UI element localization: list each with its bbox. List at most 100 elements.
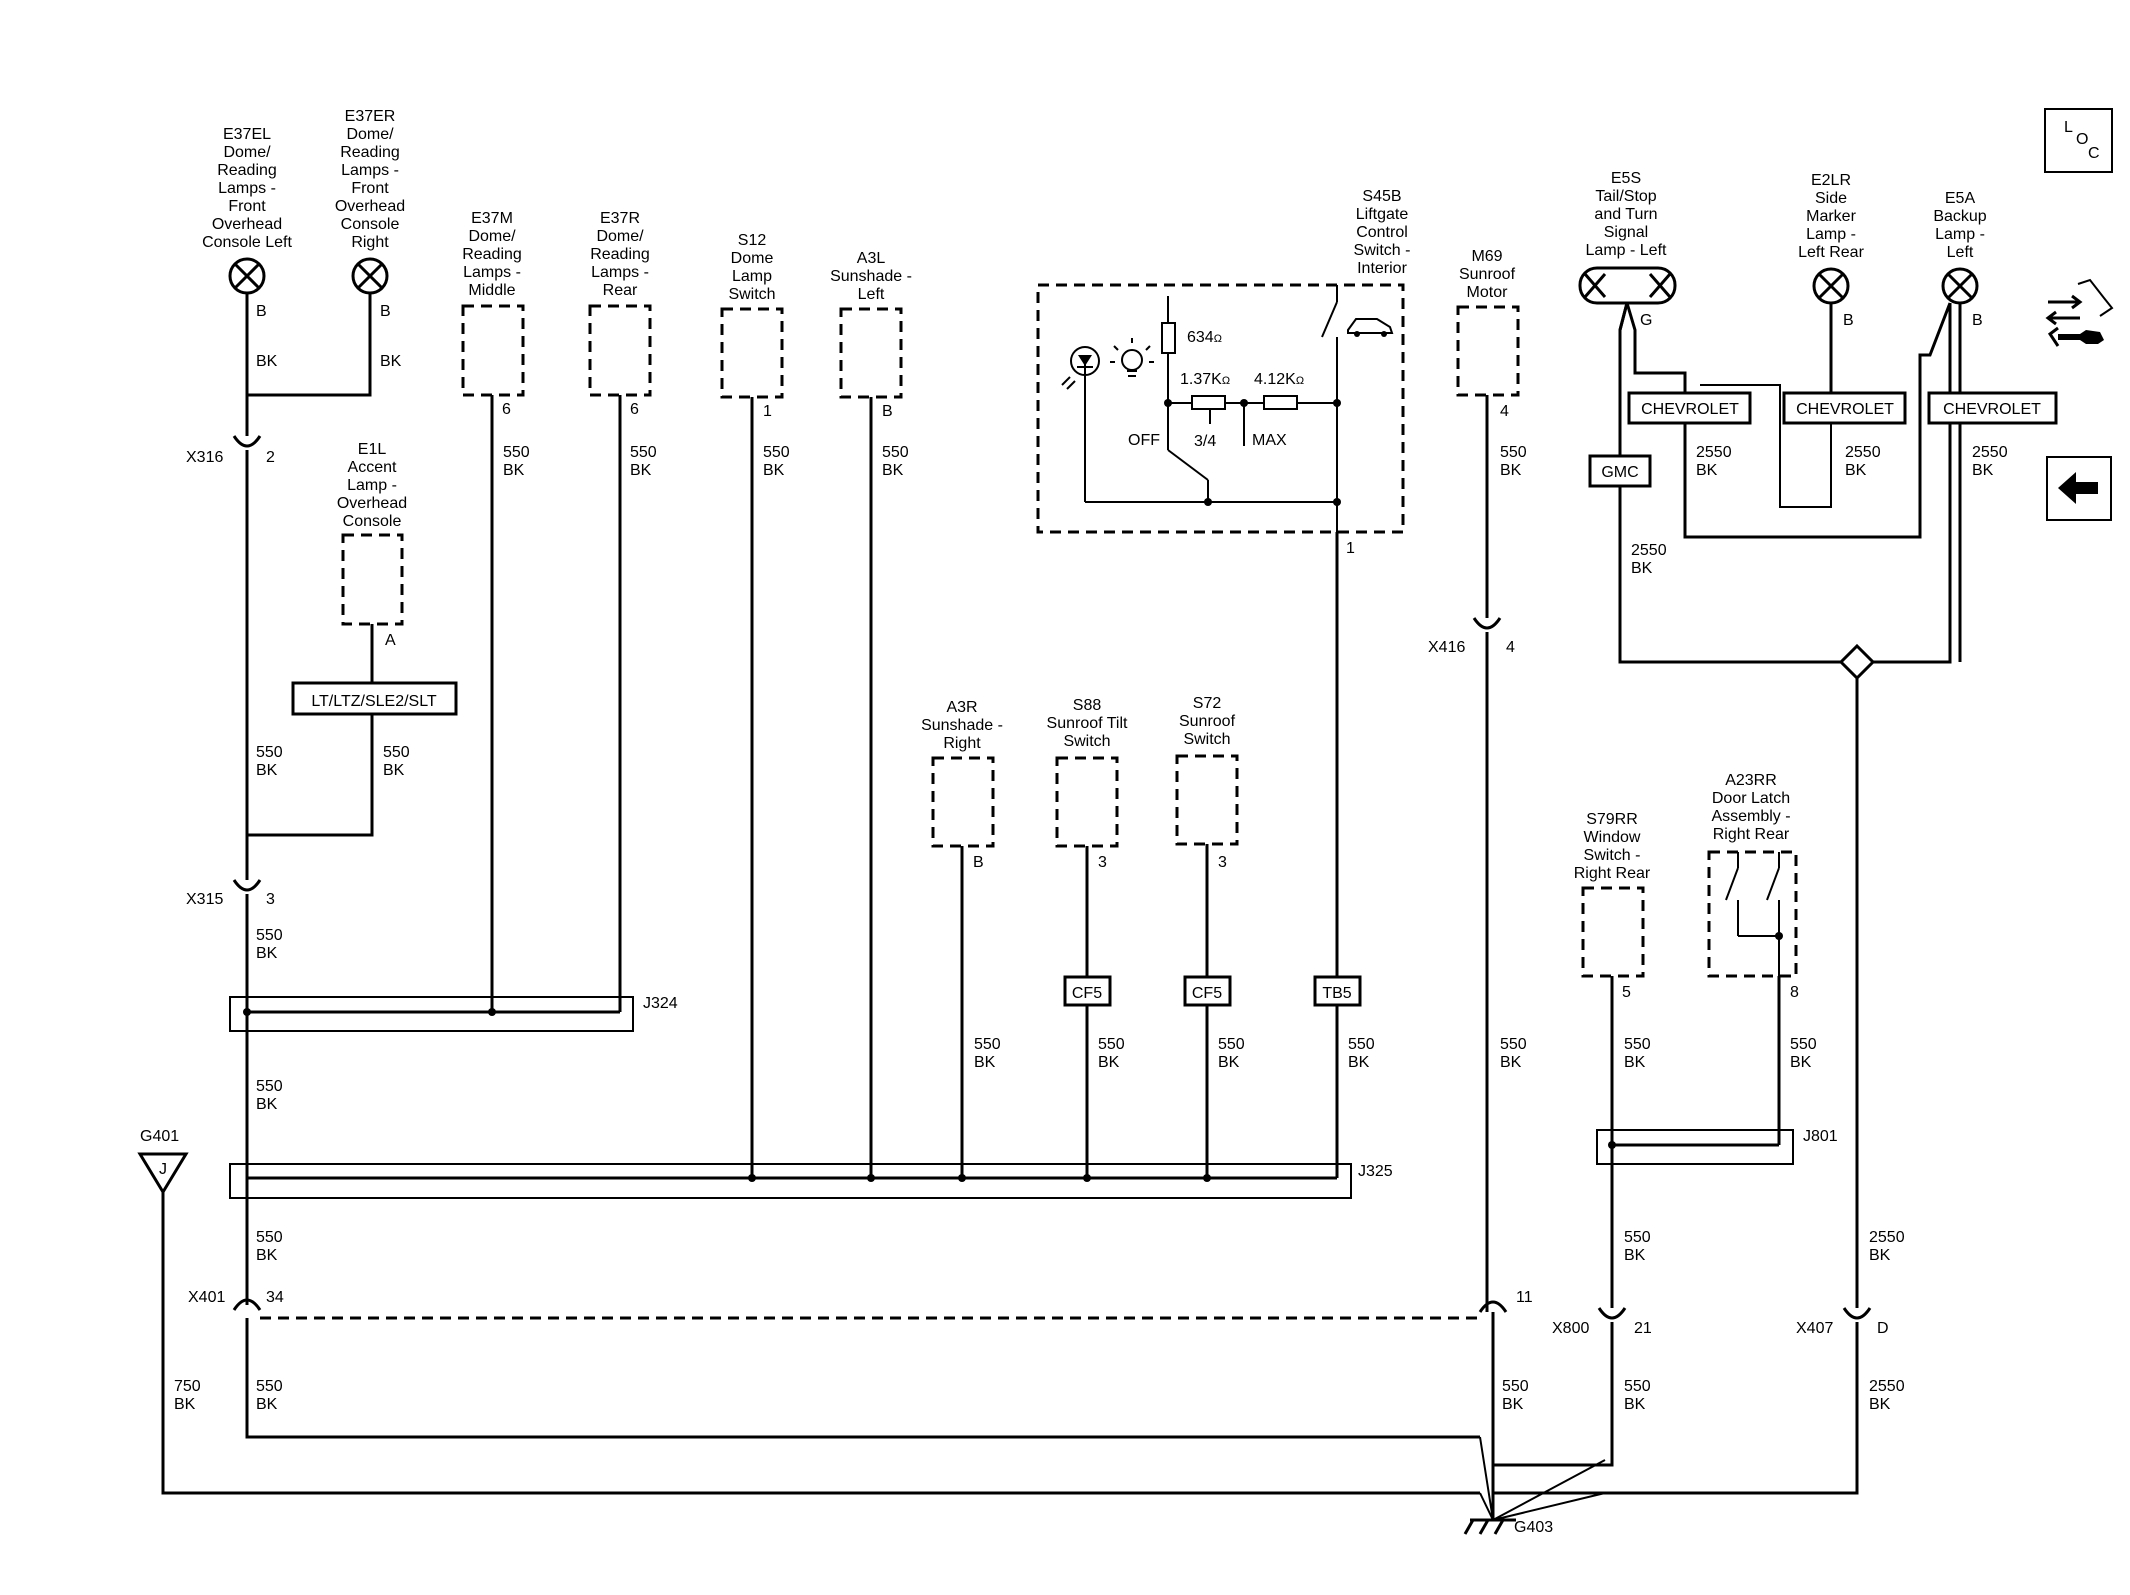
svg-text:Right Rear: Right Rear (1574, 865, 1651, 882)
w-chev2-1: 2550 (1845, 444, 1881, 461)
x416-pin: 4 (1506, 639, 1515, 656)
w-e1l-b2: BK (383, 762, 405, 779)
x316-label: X316 (186, 449, 223, 466)
svg-text:Front: Front (351, 180, 389, 197)
x416-label: X416 (1428, 639, 1465, 656)
x800-connector (1597, 1307, 1627, 1320)
s45b-internals: 634Ω 1.37KΩ 4.12KΩ OFF 3/4 MAX (1061, 285, 1394, 532)
w-x416-2: BK (1500, 1054, 1522, 1071)
w-x800-2: BK (1624, 1247, 1646, 1264)
loc-button[interactable]: L O C (2044, 108, 2113, 173)
trim-option-label: LT/LTZ/SLE2/SLT (311, 693, 437, 710)
svg-text:E37R: E37R (600, 210, 640, 227)
svg-text:Rear: Rear (603, 282, 638, 299)
s79rr-pin: 5 (1622, 984, 1631, 1001)
e2lr-label: E2LR Side Marker Lamp - Left Rear (1798, 172, 1864, 261)
tb5-label: TB5 (1322, 985, 1351, 1002)
w-x800-1: 550 (1624, 1229, 1651, 1246)
s12-w2: BK (763, 462, 785, 479)
s72-pin: 3 (1218, 854, 1227, 871)
e5s-dual-lamp-icon (1578, 266, 1677, 305)
svg-text:E1L: E1L (358, 441, 387, 458)
svg-text:Dome/: Dome/ (346, 126, 394, 143)
m69-pin: 4 (1500, 403, 1509, 420)
a3l-w1: 550 (882, 444, 909, 461)
s79rr-w2: BK (1624, 1054, 1646, 1071)
svg-text:Dome/: Dome/ (223, 144, 271, 161)
s45b-pin: 1 (1346, 540, 1355, 557)
svg-text:Left Rear: Left Rear (1798, 244, 1864, 261)
svg-text:Dome: Dome (731, 250, 774, 267)
j801-splice (1596, 1129, 1794, 1165)
chev-label-2: CHEVROLET (1796, 401, 1894, 418)
svg-text:A23RR: A23RR (1725, 772, 1777, 789)
e37m-label: E37M Dome/ Reading Lamps - Middle (462, 210, 522, 299)
x316-pin: 2 (266, 449, 275, 466)
splice-diamond (1838, 643, 1876, 681)
connector-wrench-icon[interactable] (2045, 278, 2114, 347)
svg-text:Switch: Switch (728, 286, 775, 303)
e1l-component (341, 533, 404, 626)
a23rr-pin: 8 (1790, 984, 1799, 1001)
svg-text:Window: Window (1584, 829, 1641, 846)
e37r-label: E37R Dome/ Reading Lamps - Rear (590, 210, 650, 299)
w-g401-1: 750 (174, 1378, 201, 1395)
svg-text:Signal: Signal (1604, 224, 1648, 241)
svg-text:Console Left: Console Left (202, 234, 292, 251)
a3l-w2: BK (882, 462, 904, 479)
m69-label: M69 Sunroof Motor (1459, 248, 1516, 301)
e37m-component (461, 304, 525, 397)
s12-component (720, 307, 784, 399)
tb5-w1: 550 (1348, 1036, 1375, 1053)
e5s-pin: G (1640, 312, 1652, 329)
s79rr-component (1581, 886, 1645, 978)
g401-ground-icon (137, 1152, 189, 1195)
svg-text:Reading: Reading (462, 246, 522, 263)
svg-text:S72: S72 (1193, 695, 1222, 712)
svg-text:Console: Console (343, 513, 402, 530)
svg-text:Reading: Reading (340, 144, 400, 161)
w-j325-2: BK (256, 1247, 278, 1264)
a23rr-w2: BK (1790, 1054, 1812, 1071)
w-chev2-2: BK (1845, 462, 1867, 479)
svg-text:Dome/: Dome/ (596, 228, 644, 245)
a3r-w2: BK (974, 1054, 996, 1071)
svg-text:E5A: E5A (1945, 190, 1976, 207)
j325-label: J325 (1358, 1163, 1393, 1180)
x407-connector (1842, 1307, 1872, 1320)
chev-box-3 (1927, 391, 2058, 425)
svg-text:OFF: OFF (1128, 432, 1160, 449)
e37er-label: E37ER Dome/ Reading Lamps - Front Overhe… (335, 108, 405, 251)
svg-text:Front: Front (228, 198, 266, 215)
w-chev1-1: 2550 (1696, 444, 1732, 461)
tb5-w2: BK (1348, 1054, 1370, 1071)
e37m-w1: 550 (503, 444, 530, 461)
svg-text:Left: Left (1947, 244, 1974, 261)
e1l-pin: A (385, 632, 396, 649)
back-arrow-button[interactable] (2046, 456, 2112, 521)
svg-text:Switch -: Switch - (1584, 847, 1641, 864)
svg-text:Control: Control (1356, 224, 1408, 241)
svg-text:Switch: Switch (1183, 731, 1230, 748)
a23rr-component (1707, 850, 1798, 978)
svg-text:Right: Right (943, 735, 981, 752)
s88-cf5-label: CF5 (1072, 985, 1102, 1002)
w-x401-2: BK (256, 1396, 278, 1413)
svg-text:L: L (2064, 119, 2073, 136)
x316-connector (232, 435, 262, 448)
svg-text:Right: Right (351, 234, 389, 251)
gmc-box (1588, 454, 1652, 488)
w-gmc-2: BK (1631, 560, 1653, 577)
w-chev3-1: 2550 (1972, 444, 2008, 461)
a23rr-switches (1725, 852, 1783, 976)
w-e1l-b1: 550 (383, 744, 410, 761)
svg-text:Marker: Marker (1806, 208, 1856, 225)
j325-splice (229, 1163, 1352, 1199)
e37el-label: E37EL Dome/ Reading Lamps - Front Overhe… (202, 126, 292, 251)
svg-text:Overhead: Overhead (212, 216, 282, 233)
s12-w1: 550 (763, 444, 790, 461)
a3r-w1: 550 (974, 1036, 1001, 1053)
s45b-component (1036, 283, 1405, 534)
svg-text:E2LR: E2LR (1811, 172, 1851, 189)
